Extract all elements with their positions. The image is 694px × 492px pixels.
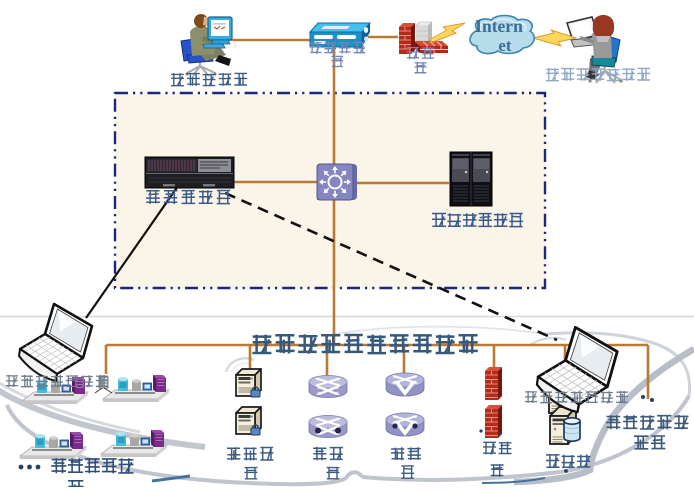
- svg-text:Intern: Intern: [475, 16, 523, 36]
- svg-text:et: et: [498, 36, 512, 55]
